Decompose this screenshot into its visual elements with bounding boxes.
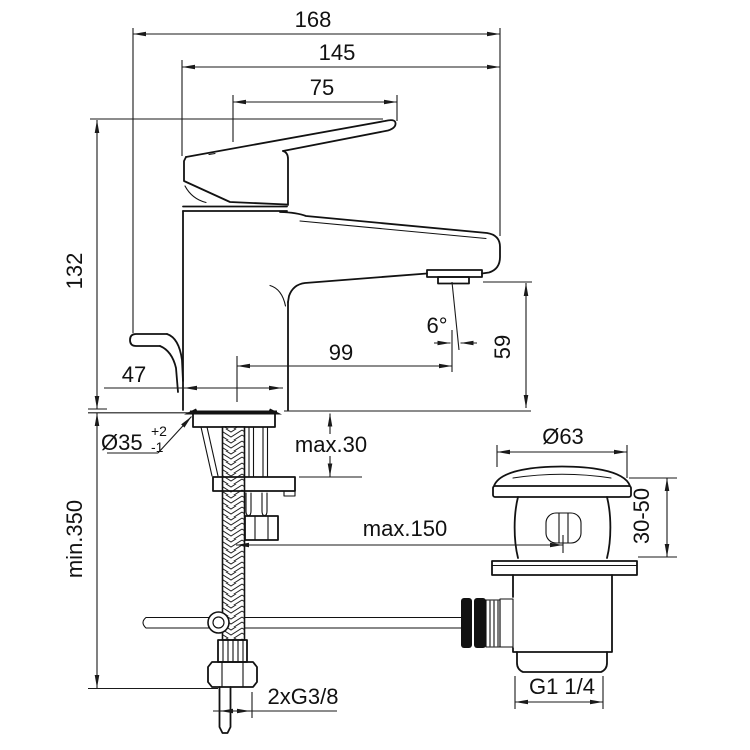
dim-body-to-spout-width: 145 xyxy=(319,40,356,65)
dim-deck-thickness-max: max.30 xyxy=(295,432,367,457)
dimension-lines xyxy=(94,31,670,714)
dimension-labels: 168 145 75 132 min.350 47 99 6° 59 max.3… xyxy=(62,7,654,709)
dim-spout-height: 59 xyxy=(490,335,515,359)
dim-supply-thread: 2xG3/8 xyxy=(268,684,339,709)
dim-overall-width: 168 xyxy=(295,7,332,32)
dim-hole-tolerance-plus: +2 xyxy=(151,423,167,439)
dim-spout-angle: 6° xyxy=(426,313,447,338)
dim-hole-tolerance-minus: -1 xyxy=(151,439,164,455)
dim-spout-reach: 99 xyxy=(329,340,353,365)
pop-up-waste xyxy=(461,465,638,673)
dim-body-height: 132 xyxy=(62,253,87,290)
dim-waste-flange-diameter: Ø63 xyxy=(542,424,584,449)
dim-min-install-depth: min.350 xyxy=(62,500,87,578)
dim-base-depth: 47 xyxy=(122,362,146,387)
extension-lines xyxy=(88,28,677,718)
dim-handle-length: 75 xyxy=(310,75,334,100)
dim-hole-diameter: Ø35 xyxy=(101,430,143,455)
dim-waste-thread: G1 1/4 xyxy=(529,674,595,699)
dim-rod-reach-max: max.150 xyxy=(363,516,447,541)
faucet-body xyxy=(129,119,501,415)
dim-waste-deck-range: 30-50 xyxy=(629,488,654,544)
mounting-assembly xyxy=(142,412,462,734)
